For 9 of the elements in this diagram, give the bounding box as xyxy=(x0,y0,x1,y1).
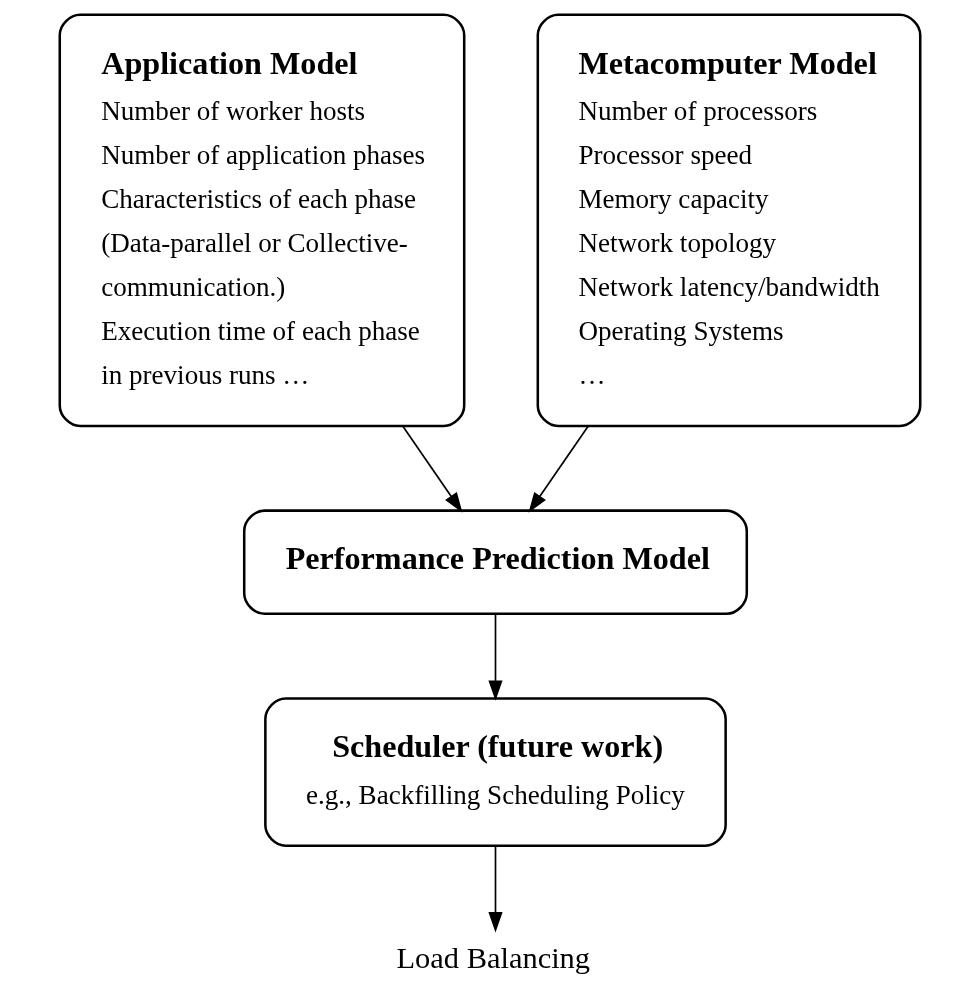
arrow xyxy=(401,425,462,513)
arrow xyxy=(487,613,503,701)
node-box: Performance Prediction Model xyxy=(242,509,748,616)
node-box: Application Model Number of worker hosts Number of application phases Characteristics of each phase (Data-parallel or Collective- communication.) Execution time of each phase in previous runs … xyxy=(58,13,465,428)
arrow xyxy=(487,845,503,933)
node-text: Load Balancing xyxy=(396,941,590,976)
node-box: Scheduler (future work) e.g., Backfilling Scheduling Policy xyxy=(263,697,727,847)
node-box: Metacomputer Model Number of processors Processor speed Memory capacity Network topology Network latency/bandwidth Operating Systems … xyxy=(536,13,921,428)
arrow xyxy=(528,425,589,513)
